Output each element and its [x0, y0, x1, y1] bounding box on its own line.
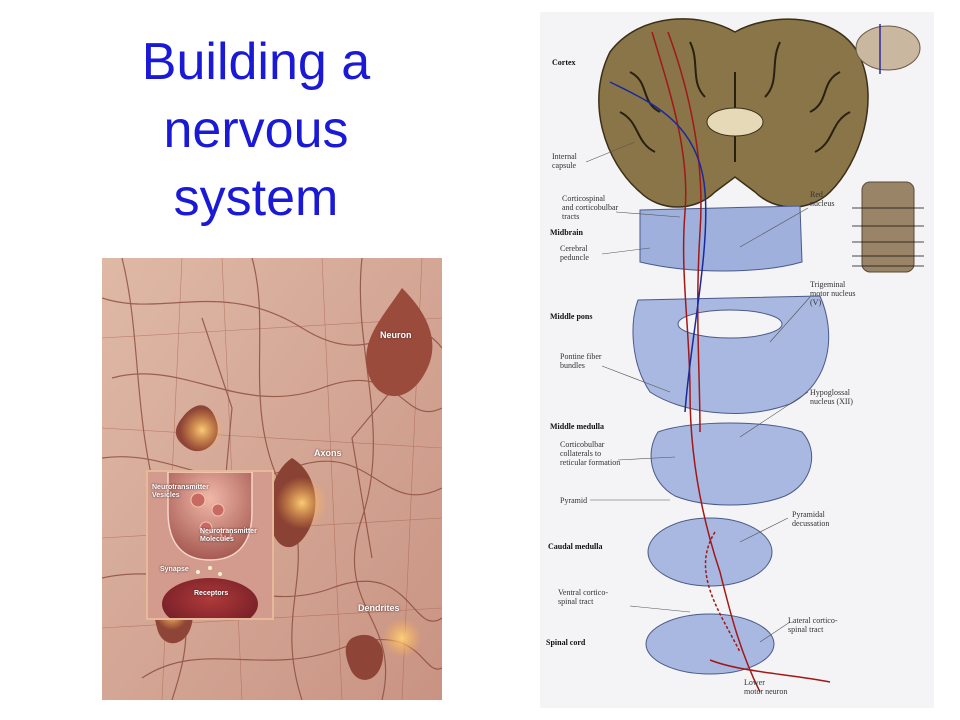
- label-hypoglossal: Hypoglossal nucleus (XII): [810, 388, 853, 406]
- label-lower-motor-neuron: Lower motor neuron: [744, 678, 788, 696]
- spinal-cord-section: [645, 613, 775, 675]
- label-pontine-fiber: Pontine fiber bundles: [560, 352, 602, 370]
- corticospinal-figure: Cortex Midbrain Middle pons Middle medul…: [540, 12, 934, 708]
- label-dendrites: Dendrites: [358, 603, 400, 613]
- tract-blue-line: [609, 81, 707, 413]
- caudal-medulla-section: [647, 517, 773, 587]
- neuron-body: [366, 288, 433, 397]
- middle-medulla-section: [650, 422, 813, 506]
- label-molecules: Neurotransmitter Molecules: [200, 528, 257, 543]
- section-spinal-cord: Spinal cord: [546, 638, 586, 647]
- synapse-graphic: [148, 472, 272, 618]
- label-pyramid: Pyramid: [560, 496, 588, 505]
- label-internal-capsule: Internal capsule: [552, 152, 577, 170]
- label-corticobulbar-collaterals: Corticobulbar collaterals to reticular f…: [560, 440, 621, 467]
- label-corticospinal: Corticospinal and corticobulbar tracts: [562, 194, 619, 221]
- label-axons: Axons: [314, 448, 342, 458]
- midbrain-section: [639, 205, 803, 272]
- section-midbrain: Midbrain: [550, 228, 583, 237]
- brain-sections-graphic: [585, 18, 924, 693]
- label-neuron: Neuron: [380, 330, 412, 340]
- slide-title: Building a nervous system: [96, 28, 416, 232]
- section-cortex: Cortex: [552, 58, 576, 67]
- title-line-2: nervous: [163, 101, 349, 159]
- section-caudal-medulla: Caudal medulla: [548, 542, 603, 551]
- label-synapse: Synapse: [160, 566, 189, 573]
- label-red-nucleus: Red nucleus: [810, 190, 835, 208]
- tract-red-line: [651, 31, 761, 693]
- label-pyramidal-decussation: Pyramidal decussation: [792, 510, 830, 528]
- label-lateral-tract: Lateral cortico- spinal tract: [788, 616, 838, 634]
- section-middle-pons: Middle pons: [550, 312, 593, 321]
- label-receptors: Receptors: [194, 590, 229, 597]
- label-ventral-tract: Ventral cortico- spinal tract: [558, 588, 608, 606]
- neuron-illustration: Neuron Axons Dendrites: [102, 258, 442, 700]
- label-cerebral-peduncle: Cerebral peduncle: [560, 244, 589, 262]
- title-line-1: Building a: [141, 33, 371, 91]
- title-line-3: system: [173, 169, 339, 227]
- synapse-inset: Neurotransmitter Vesicles Neurotransmitt…: [146, 470, 274, 620]
- label-trigeminal: Trigeminal motor nucleus (V): [810, 280, 856, 307]
- label-vesicles: Neurotransmitter Vesicles: [152, 484, 209, 499]
- section-middle-medulla: Middle medulla: [550, 422, 605, 431]
